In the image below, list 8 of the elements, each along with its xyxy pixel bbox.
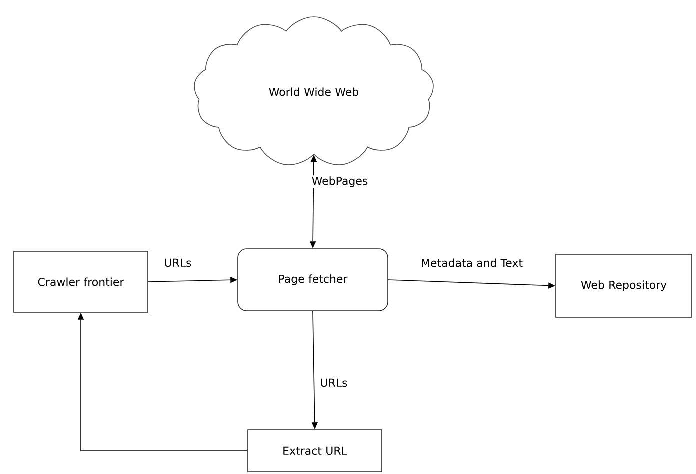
- process-box: Crawler frontier: [14, 251, 148, 313]
- process-box: Extract URL: [248, 430, 382, 472]
- edge-label: URLs: [163, 258, 193, 268]
- edge-label: URLs: [319, 378, 349, 388]
- edge-label: WebPages: [310, 176, 370, 188]
- edge-label: Metadata and Text: [420, 258, 524, 268]
- process-box: Web Repository: [556, 254, 692, 318]
- process-box: Page fetcher: [238, 248, 388, 312]
